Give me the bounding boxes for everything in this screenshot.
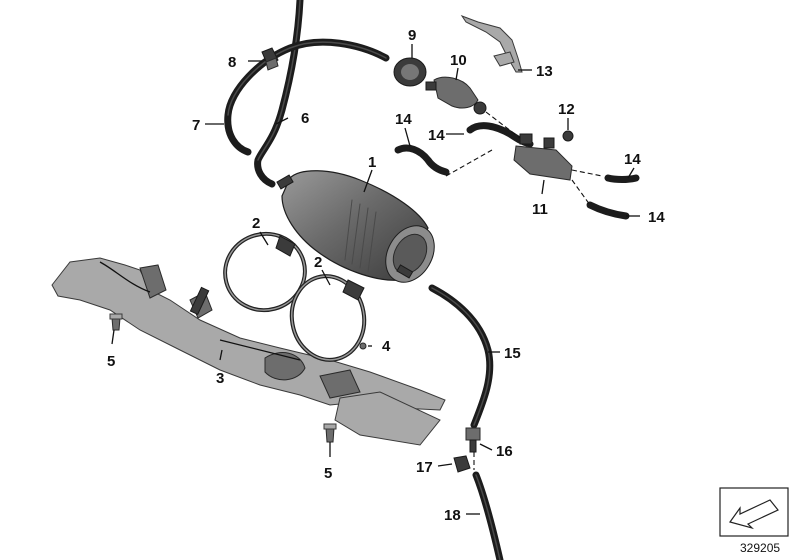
leader-lines bbox=[111, 44, 640, 515]
callout-12: 12 bbox=[558, 101, 575, 118]
screw-small bbox=[359, 342, 367, 350]
rubber-mount bbox=[393, 57, 427, 87]
callout-8: 8 bbox=[228, 54, 236, 71]
valve bbox=[425, 76, 487, 115]
bracket-tray bbox=[51, 257, 446, 446]
callout-7: 7 bbox=[192, 117, 200, 134]
callout-5a: 5 bbox=[107, 353, 115, 370]
hose-clamp-1 bbox=[223, 231, 307, 313]
hose-14-right-lower bbox=[586, 201, 630, 220]
callout-1: 1 bbox=[368, 154, 376, 171]
callout-17: 17 bbox=[416, 459, 433, 476]
plug-17 bbox=[453, 455, 471, 473]
view-direction-icon bbox=[729, 499, 779, 530]
carbon-canister bbox=[276, 170, 435, 283]
hose-7 bbox=[224, 38, 390, 156]
hose-18 bbox=[472, 471, 504, 560]
screw-right bbox=[323, 423, 337, 443]
reference-number: 329205 bbox=[740, 541, 780, 555]
screw-12 bbox=[562, 130, 574, 142]
callout-13: 13 bbox=[536, 63, 553, 80]
callout-4: 4 bbox=[382, 338, 391, 355]
connector-16 bbox=[465, 427, 481, 453]
callout-18: 18 bbox=[444, 507, 461, 524]
callout-14b: 14 bbox=[428, 127, 445, 144]
callout-6: 6 bbox=[301, 110, 309, 127]
callout-15: 15 bbox=[504, 345, 521, 362]
hose-15 bbox=[428, 284, 494, 429]
callout-11: 11 bbox=[532, 201, 548, 218]
callout-10: 10 bbox=[450, 52, 467, 69]
bracket-13 bbox=[460, 14, 523, 73]
hose-clamp-2 bbox=[289, 274, 367, 362]
callout-16: 16 bbox=[496, 443, 513, 460]
callout-14d: 14 bbox=[648, 209, 665, 226]
callouts: 1 2 2 3 4 5 5 6 7 8 9 10 11 12 13 14 14 … bbox=[107, 27, 665, 524]
valve-block bbox=[513, 133, 573, 181]
assembly-lines bbox=[445, 111, 603, 470]
clip bbox=[261, 47, 279, 71]
screw-left bbox=[109, 313, 123, 331]
callout-9: 9 bbox=[408, 27, 416, 44]
callout-2b: 2 bbox=[314, 254, 322, 271]
hose-14-left bbox=[394, 144, 450, 176]
hose-6 bbox=[254, 0, 304, 188]
callout-14c: 14 bbox=[624, 151, 641, 168]
hose-14-right-upper bbox=[604, 174, 640, 183]
callout-14a: 14 bbox=[395, 111, 412, 128]
callout-2a: 2 bbox=[252, 215, 260, 232]
reference-box: 329205 bbox=[719, 487, 789, 555]
callout-5b: 5 bbox=[324, 465, 332, 482]
callout-3: 3 bbox=[216, 370, 224, 387]
